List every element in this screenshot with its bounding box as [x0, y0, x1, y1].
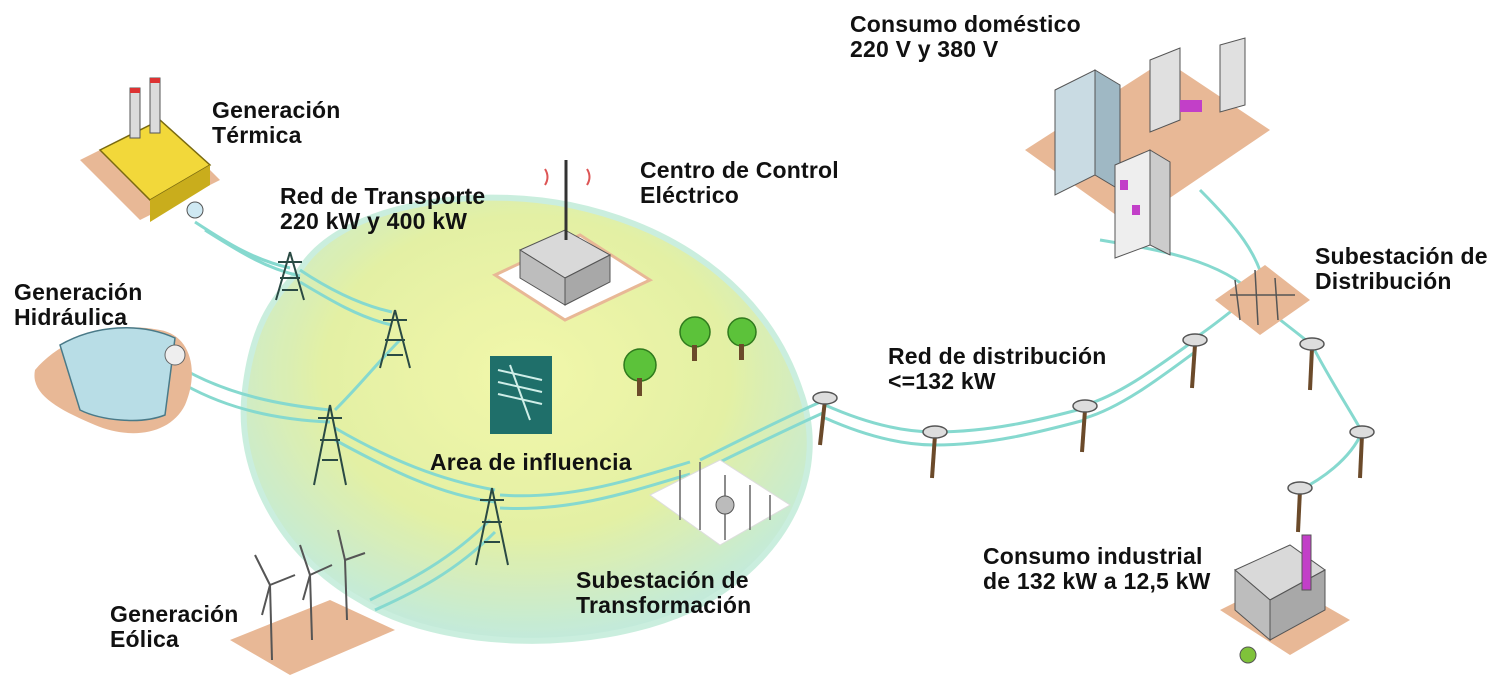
- label-line: 220 V y 380 V: [850, 36, 999, 62]
- label-area-influencia: Area de influencia: [430, 450, 632, 475]
- label-line: Eléctrico: [640, 182, 739, 208]
- hydro-dam: [34, 327, 192, 434]
- label-line: Hidráulica: [14, 304, 128, 330]
- label-line: Centro de Control: [640, 157, 839, 183]
- label-subestacion-transformacion: Subestación de Transformación: [576, 568, 751, 618]
- industrial-factory: [1220, 534, 1350, 664]
- control-center-building: [491, 160, 654, 322]
- label-line: Eólica: [110, 626, 179, 652]
- distribution-poles: [812, 333, 1375, 533]
- label-consumo-domestico: Consumo doméstico 220 V y 380 V: [850, 12, 1081, 62]
- label-red-distribucion: Red de distribución <=132 kW: [888, 344, 1106, 394]
- label-line: Consumo industrial: [983, 543, 1203, 569]
- label-line: Subestación de: [576, 567, 749, 593]
- label-line: Subestación de: [1315, 243, 1488, 269]
- label-generacion-termica: Generación Térmica: [212, 98, 341, 148]
- trees: [623, 316, 757, 396]
- label-red-transporte: Red de Transporte 220 kW y 400 kW: [280, 184, 485, 234]
- label-centro-control: Centro de Control Eléctrico: [640, 158, 839, 208]
- label-subestacion-distribucion: Subestación de Distribución: [1315, 244, 1488, 294]
- wind-farm: [230, 529, 395, 675]
- label-line: Consumo doméstico: [850, 11, 1081, 37]
- label-line: <=132 kW: [888, 368, 996, 394]
- distribution-substation: [1215, 265, 1310, 335]
- label-line: Red de Transporte: [280, 183, 486, 209]
- label-line: Generación: [110, 601, 239, 627]
- transformation-substation: [649, 459, 791, 546]
- label-generacion-eolica: Generación Eólica: [110, 602, 239, 652]
- label-line: Generación: [212, 97, 341, 123]
- label-line: 220 kW y 400 kW: [280, 208, 468, 234]
- area-control-icon: [490, 356, 552, 434]
- transmission-towers: [275, 251, 509, 566]
- label-line: Distribución: [1315, 268, 1452, 294]
- thermal-plant: [80, 77, 220, 222]
- label-line: Red de distribución: [888, 343, 1107, 369]
- label-line: Area de influencia: [430, 449, 632, 475]
- label-consumo-industrial: Consumo industrial de 132 kW a 12,5 kW: [983, 544, 1211, 594]
- label-line: Generación: [14, 279, 143, 305]
- label-line: de 132 kW a 12,5 kW: [983, 568, 1211, 594]
- residential-block: [1025, 37, 1270, 259]
- label-generacion-hidraulica: Generación Hidráulica: [14, 280, 143, 330]
- label-line: Transformación: [576, 592, 752, 618]
- label-line: Térmica: [212, 122, 302, 148]
